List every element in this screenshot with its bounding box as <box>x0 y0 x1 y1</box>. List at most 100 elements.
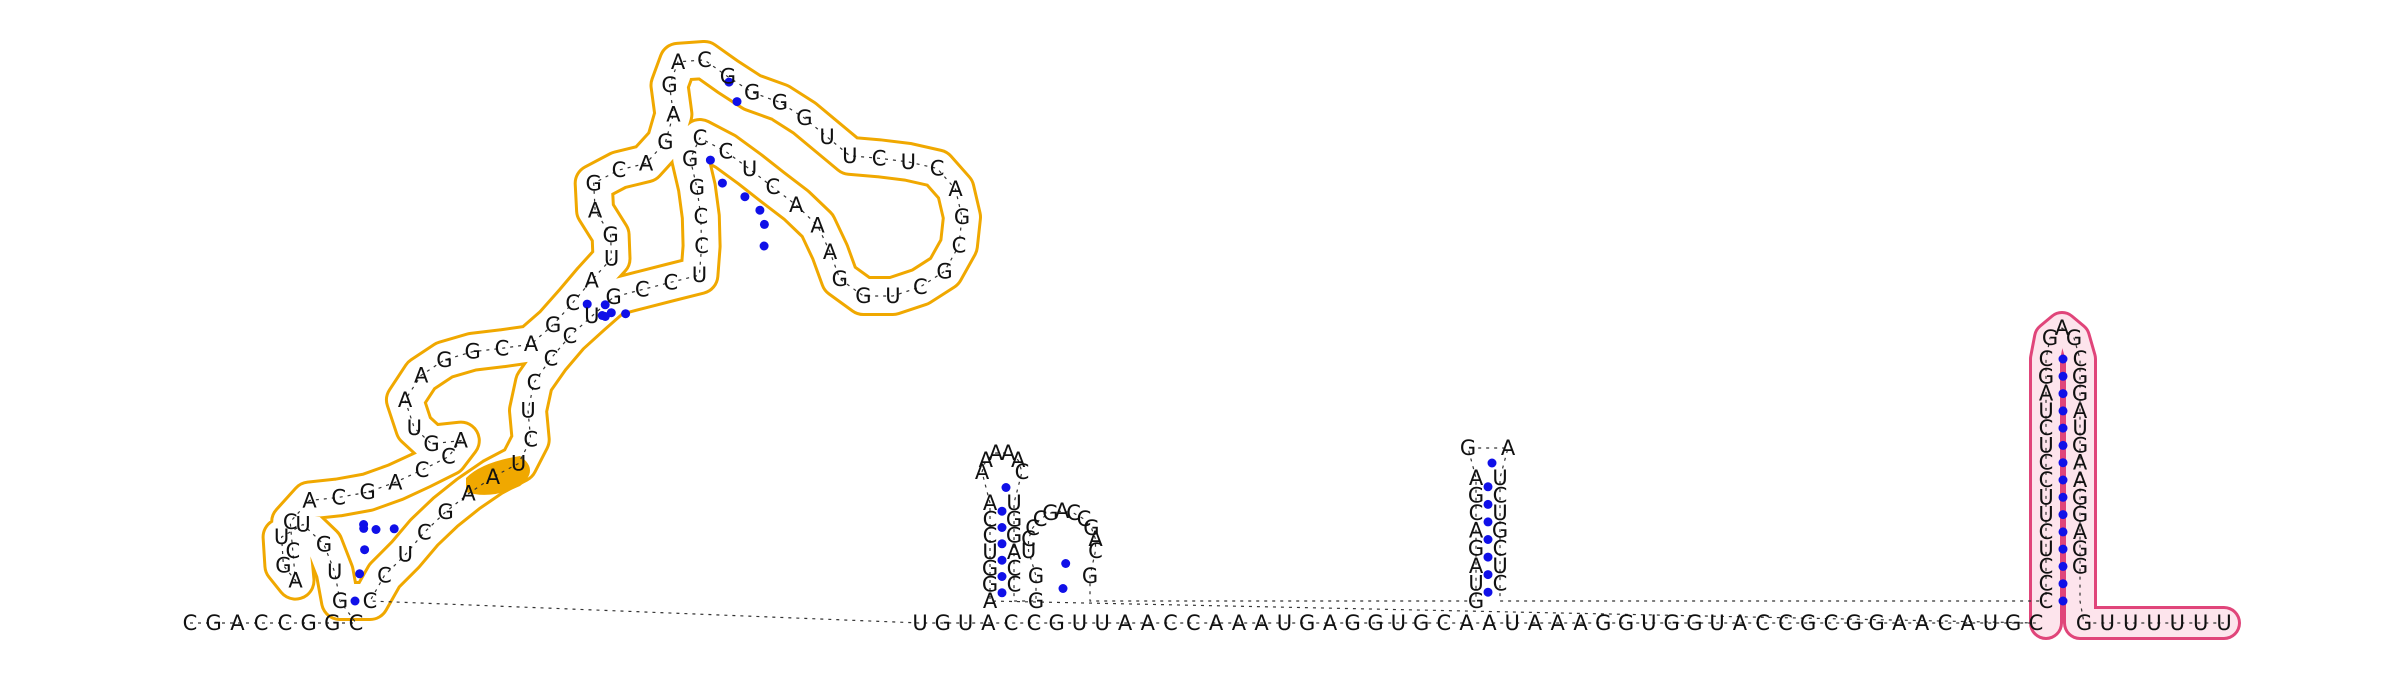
base-pair-dot <box>2058 475 2068 485</box>
backbone <box>190 59 2224 624</box>
base-pair-dot <box>997 555 1007 565</box>
base-pair-dot <box>705 155 715 165</box>
nucleotide-seg3: G <box>1595 611 1611 635</box>
nucleotide-ha: U <box>842 144 857 168</box>
nucleotide-seg3: U <box>1505 611 1520 635</box>
module-highlights <box>466 456 530 495</box>
nucleotide-seg3: A <box>981 611 996 635</box>
base-pair-dot <box>2058 544 2068 554</box>
nucleotide-hd: G <box>1468 536 1484 560</box>
base-pair-dot <box>1487 458 1497 468</box>
base-pair-dot <box>389 524 399 534</box>
base-pair-dot <box>1483 570 1493 580</box>
nucleotide-ha: C <box>635 278 650 302</box>
nucleotide-ha: G <box>661 73 677 97</box>
nucleotide-seg3: G <box>1868 611 1884 635</box>
base-pair-dot <box>600 300 610 310</box>
nucleotide-he: C <box>2039 416 2054 440</box>
nucleotide-he: G <box>2072 554 2088 578</box>
base-pair-dot <box>2058 596 2068 606</box>
nucleotide-hb: A <box>1001 441 1016 465</box>
nucleotide-seg3: G <box>1663 611 1679 635</box>
base-pair-dot <box>997 588 1007 598</box>
nucleotide-seg3: C <box>1163 611 1178 635</box>
nucleotide-hb: A <box>989 441 1004 465</box>
nucleotide-he: A <box>2073 520 2088 544</box>
nucleotide-he: A <box>2073 399 2088 423</box>
nucleotide-ha: G <box>689 176 705 200</box>
nucleotide-seg4: U <box>2170 611 2185 635</box>
nucleotide-seg3: A <box>1892 611 1907 635</box>
nucleotide-ha: A <box>302 489 317 513</box>
nucleotide-hb: C <box>1007 573 1022 597</box>
nucleotide-ha: U <box>327 560 342 584</box>
nucleotide-hb: C <box>983 524 998 548</box>
base-pair-dot <box>2058 354 2068 364</box>
nucleotide-seg1: C <box>183 611 198 635</box>
nucleotide-seg3: A <box>1482 611 1497 635</box>
nucleotide-seg3: G <box>935 611 951 635</box>
base-pair-dot <box>740 192 750 202</box>
nucleotide-seg1: C <box>349 611 364 635</box>
nucleotide-seg3: A <box>1528 611 1543 635</box>
nucleotide-seg3: U <box>1709 611 1724 635</box>
base-pair-dot <box>724 77 734 87</box>
nucleotide-ha: C <box>415 458 430 482</box>
nucleotide-ha: G <box>720 65 736 89</box>
nucleotide-ha: C <box>377 564 392 588</box>
nucleotide-ha: C <box>913 275 928 299</box>
base-pair-dot <box>582 299 592 309</box>
nucleotide-ha: G <box>436 348 452 372</box>
nucleotide-seg1: A <box>230 611 245 635</box>
nucleotide-ha: A <box>639 151 654 175</box>
base-pair-dot <box>350 596 360 606</box>
nucleotide-ha: U <box>604 247 619 271</box>
nucleotide-hd: C <box>1493 484 1508 508</box>
nucleotide-ha: A <box>588 198 603 222</box>
base-pair-dot <box>371 525 381 534</box>
nucleotide-hc: C <box>1066 501 1081 525</box>
nucleotide-ha: U <box>819 125 834 149</box>
base-pair-dot <box>2058 440 2068 450</box>
nucleotide-seg3: U <box>1983 611 1998 635</box>
nucleotide-ha: G <box>657 130 673 154</box>
nucleotide-ha: G <box>936 259 952 283</box>
nucleotide-he: U <box>2038 433 2053 457</box>
nucleotide-seg3: G <box>2005 611 2021 635</box>
nucleotide-seg3: A <box>1209 611 1224 635</box>
nucleotide-hd: G <box>1460 436 1476 460</box>
nucleotide-he: C <box>2039 589 2054 613</box>
nucleotide-seg3: A <box>1323 611 1338 635</box>
nucleotide-ha: U <box>520 398 535 422</box>
nucleotide-he: A <box>2073 451 2088 475</box>
module-a-highlight <box>466 456 530 495</box>
nucleotide-ha: A <box>414 363 429 387</box>
module-a-outline-fill <box>264 43 979 618</box>
base-pair-dot <box>1483 535 1493 544</box>
base-pair-dot <box>1483 482 1493 492</box>
nucleotide-seg1: C <box>254 611 269 635</box>
base-pair-dot <box>621 309 631 319</box>
nucleotide-ha: G <box>796 106 812 130</box>
nucleotide-hb: U <box>982 540 997 564</box>
nucleotide-ha: G <box>332 589 348 613</box>
nucleotide-seg3: C <box>1436 611 1451 635</box>
nucleotide-seg4: U <box>2146 611 2161 635</box>
nucleotide-seg3: G <box>1299 611 1315 635</box>
nucleotide-hb: A <box>1007 540 1022 564</box>
nucleotide-ha: G <box>954 205 970 229</box>
nucleotide-he: G <box>2042 326 2058 350</box>
nucleotide-ha: G <box>772 90 788 114</box>
nucleotide-hc: A <box>1055 499 1070 523</box>
nucleotide-hc: C <box>1021 527 1036 551</box>
base-pair-dot <box>1483 517 1493 527</box>
base-pair-dot <box>606 308 616 318</box>
nucleotide-seg3: U <box>1277 611 1292 635</box>
base-pair-dot <box>997 572 1007 581</box>
base-pair-dot <box>997 523 1007 532</box>
nucleotide-seg3: A <box>1141 611 1156 635</box>
nucleotide-hd: U <box>1492 554 1507 578</box>
nucleotide-ha: C <box>930 156 945 180</box>
nucleotide-hd: A <box>1469 519 1484 543</box>
nucleotide-ha: A <box>388 470 403 494</box>
